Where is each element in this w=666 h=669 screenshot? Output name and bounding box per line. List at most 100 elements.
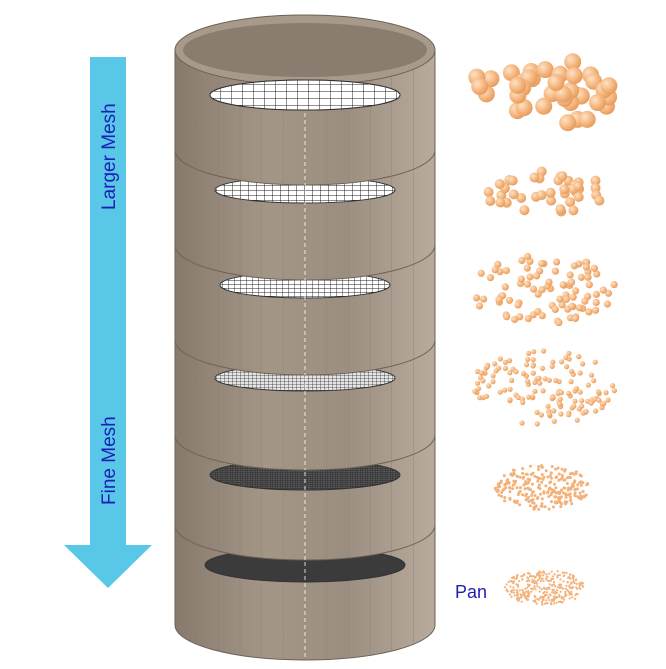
particle xyxy=(537,598,541,601)
particle xyxy=(524,587,527,590)
particle xyxy=(505,296,514,304)
particle xyxy=(519,486,522,490)
particle xyxy=(578,582,581,585)
particle xyxy=(539,597,542,600)
particle xyxy=(478,370,485,376)
particle xyxy=(500,494,504,498)
particle xyxy=(592,298,600,307)
particle xyxy=(603,300,612,308)
particle xyxy=(539,580,542,583)
particle xyxy=(529,575,532,578)
particle xyxy=(526,598,530,601)
particle xyxy=(525,595,528,598)
particle xyxy=(557,396,563,402)
particle xyxy=(536,579,540,582)
particle xyxy=(506,358,513,364)
particle xyxy=(534,596,537,599)
particles-largest xyxy=(468,53,618,132)
particle xyxy=(571,585,575,589)
particle xyxy=(558,593,561,597)
particle xyxy=(480,295,488,303)
particle xyxy=(553,591,556,594)
particle xyxy=(548,587,551,590)
particle xyxy=(515,576,519,579)
particle xyxy=(579,403,585,409)
particle xyxy=(556,466,560,470)
particle xyxy=(569,368,575,374)
particle xyxy=(562,587,565,590)
particle xyxy=(569,293,577,301)
particle xyxy=(529,285,538,293)
particle xyxy=(513,594,516,597)
particle xyxy=(555,601,558,604)
particle xyxy=(596,397,602,403)
particle xyxy=(524,597,527,600)
particle xyxy=(521,476,525,480)
particle xyxy=(553,258,561,266)
particle xyxy=(563,595,567,598)
particle xyxy=(475,386,482,392)
particle xyxy=(490,373,496,379)
particle xyxy=(532,599,535,603)
particle xyxy=(502,474,506,478)
particle xyxy=(512,479,516,483)
particle xyxy=(558,595,561,598)
particle xyxy=(510,591,513,594)
particle xyxy=(539,492,542,496)
particle xyxy=(528,572,531,576)
particle xyxy=(538,259,546,268)
particle xyxy=(568,302,576,310)
particle xyxy=(516,193,527,203)
particle xyxy=(562,491,565,495)
particle xyxy=(536,479,540,483)
particle xyxy=(550,476,553,480)
particle xyxy=(494,179,505,189)
particle xyxy=(545,278,553,286)
particle xyxy=(540,480,544,484)
particle xyxy=(480,378,486,384)
particle xyxy=(538,412,545,418)
particle xyxy=(571,314,580,323)
particle xyxy=(573,192,584,202)
particle xyxy=(578,473,582,477)
particle xyxy=(511,468,515,472)
particle xyxy=(550,600,554,603)
particle xyxy=(518,256,526,265)
particle xyxy=(517,275,526,283)
particle xyxy=(520,575,523,578)
particle xyxy=(550,359,556,365)
particle xyxy=(559,477,563,481)
particle xyxy=(572,575,576,578)
particle xyxy=(513,591,516,594)
particle xyxy=(535,582,539,585)
particle xyxy=(550,577,553,580)
particle xyxy=(568,278,576,286)
particle xyxy=(514,301,522,309)
particle xyxy=(528,504,532,508)
particle xyxy=(540,466,544,469)
arrow-shaft xyxy=(90,57,126,547)
fine-mesh-label: Fine Mesh xyxy=(99,416,120,505)
particle xyxy=(563,486,567,490)
particle xyxy=(610,383,616,389)
particle xyxy=(556,586,559,589)
particle xyxy=(534,600,537,604)
particle xyxy=(533,272,541,280)
particle xyxy=(493,368,499,374)
particle xyxy=(553,482,556,486)
particle xyxy=(515,474,519,478)
particle xyxy=(525,356,531,362)
particle xyxy=(513,369,519,375)
particle xyxy=(508,490,512,494)
particle xyxy=(569,487,573,491)
particle xyxy=(590,175,601,186)
particle xyxy=(505,588,508,591)
particle xyxy=(510,589,513,592)
particle xyxy=(605,397,611,403)
particle xyxy=(552,588,556,591)
particle xyxy=(576,354,582,360)
particle xyxy=(542,586,546,589)
particle xyxy=(603,390,609,396)
particle xyxy=(486,274,495,282)
particle xyxy=(507,481,511,485)
